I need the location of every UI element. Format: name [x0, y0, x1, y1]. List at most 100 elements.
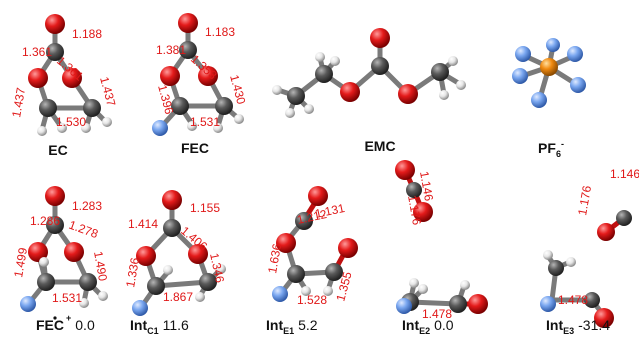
bond-length-label: 1.146 [417, 170, 436, 202]
hydrogen-atom [216, 264, 226, 274]
carbon-atom [46, 43, 64, 61]
carbon-atom [584, 292, 600, 308]
bond-length-label: 1.183 [205, 25, 235, 39]
oxygen-atom [338, 238, 358, 258]
bond-length-label: 1.381 [156, 43, 186, 57]
bond-length-label: 1.528 [297, 293, 327, 307]
fluorine-atom [546, 38, 560, 52]
bond-length-label: 1.531 [52, 291, 82, 305]
bond-length-label: 1.478 [558, 293, 588, 307]
carbon-atom [548, 260, 564, 276]
bond-length-label: 1.188 [72, 27, 102, 41]
bond-length-label: 1.478 [422, 307, 452, 321]
hydrogen-atom [234, 114, 244, 124]
hydrogen-atom [409, 278, 419, 288]
hydrogen-atom [39, 257, 49, 267]
oxygen-atom [162, 190, 182, 210]
molecule-label-fec-radical: FEC+0.0 [36, 313, 95, 333]
oxygen-atom [340, 82, 360, 102]
carbon-atom [287, 87, 305, 105]
bond-length-label: 1.346 [207, 252, 227, 285]
molecule-fec-radical: 1.283 1.286 1.278 1.499 1.490 1.531 FEC+… [11, 186, 110, 333]
oxygen-atom [45, 14, 65, 34]
carbon-atom [371, 57, 389, 75]
bond-length-label: 1.499 [11, 246, 30, 278]
molecule-pf6: PF6- [512, 38, 586, 159]
bond-length-label: 1.286 [30, 214, 60, 228]
hydrogen-atom [81, 123, 91, 133]
fluorine-atom [272, 286, 288, 302]
oxygen-atom [160, 66, 180, 86]
oxygen-atom [413, 202, 433, 222]
hydrogen-atom [315, 52, 325, 62]
carbon-atom [295, 212, 313, 230]
oxygen-atom [198, 66, 218, 86]
hydrogen-atom [213, 123, 223, 133]
oxygen-atom [45, 186, 65, 206]
bond-length-label: 1.437 [97, 75, 118, 108]
bond-length-label: 1.176 [575, 184, 594, 216]
oxygen-atom [188, 244, 208, 264]
hydrogen-atom [195, 292, 205, 302]
molecule-label-pf6: PF6- [538, 139, 564, 159]
fluorine-atom [20, 296, 36, 312]
bond-length-label: 1.361 [22, 45, 52, 59]
hydrogen-atom [460, 280, 470, 290]
fluorine-atom [396, 298, 412, 314]
hydrogen-atom [323, 286, 333, 296]
carbon-atom [171, 97, 189, 115]
hydrogen-atom [57, 123, 67, 133]
oxygen-atom [136, 246, 156, 266]
molecule-int-c1: 1.155 1.414 1.406 1.336 1.346 1.867 IntC… [123, 190, 227, 336]
molecule-label-int-e3: IntE3-31.4 [546, 317, 610, 336]
fluorine-atom [132, 300, 148, 316]
carbon-atom [163, 219, 181, 237]
bond-length-label: 1.531 [190, 115, 220, 129]
hydrogen-atom [187, 121, 197, 131]
hydrogen-atom [79, 298, 89, 308]
molecule-int-e3: 1.146 1.176 1.478 IntE3-31.4 [540, 167, 639, 336]
hydrogen-atom [566, 257, 576, 267]
bond-length-label: 1.155 [190, 201, 220, 215]
molecule-label-emc: EMC [364, 138, 395, 154]
oxygen-atom [308, 186, 328, 206]
oxygen-atom [178, 13, 198, 33]
carbon-atom [147, 277, 165, 295]
hydrogen-atom [448, 56, 458, 66]
oxygen-atom [62, 68, 82, 88]
oxygen-atom [64, 242, 84, 262]
oxygen-atom [594, 308, 614, 328]
hydrogen-atom [439, 90, 449, 100]
carbon-atom [199, 273, 217, 291]
oxygen-atom [28, 242, 48, 262]
hydrogen-atom [272, 85, 282, 95]
hydrogen-atom [304, 104, 314, 114]
carbon-atom [179, 41, 197, 59]
bond-length-label: 1.146 [610, 167, 639, 181]
carbon-atom [37, 273, 55, 291]
oxygen-atom [370, 28, 390, 48]
oxygen-atom [468, 294, 488, 314]
bond-length-label: 1.414 [128, 217, 158, 231]
bond-length-label: 1.636 [265, 242, 284, 274]
bond-length-label: 1.283 [72, 199, 102, 213]
oxygen-atom [398, 84, 418, 104]
carbon-atom [616, 210, 632, 226]
fluorine-atom [567, 46, 583, 62]
bond-length-label: 1.212 [296, 207, 329, 227]
carbon-atom [46, 216, 64, 234]
molecule-fec: 1.183 1.381 1.353 1.396 1.430 1.531 FEC [152, 13, 248, 156]
hydrogen-atom [285, 108, 295, 118]
bond-length-label: 1.530 [56, 115, 86, 129]
fluorine-atom [515, 46, 531, 62]
hydrogen-atom [98, 291, 108, 301]
fluorine-atom [152, 120, 168, 136]
carbon-atom [83, 99, 101, 117]
oxygen-atom [597, 223, 615, 241]
